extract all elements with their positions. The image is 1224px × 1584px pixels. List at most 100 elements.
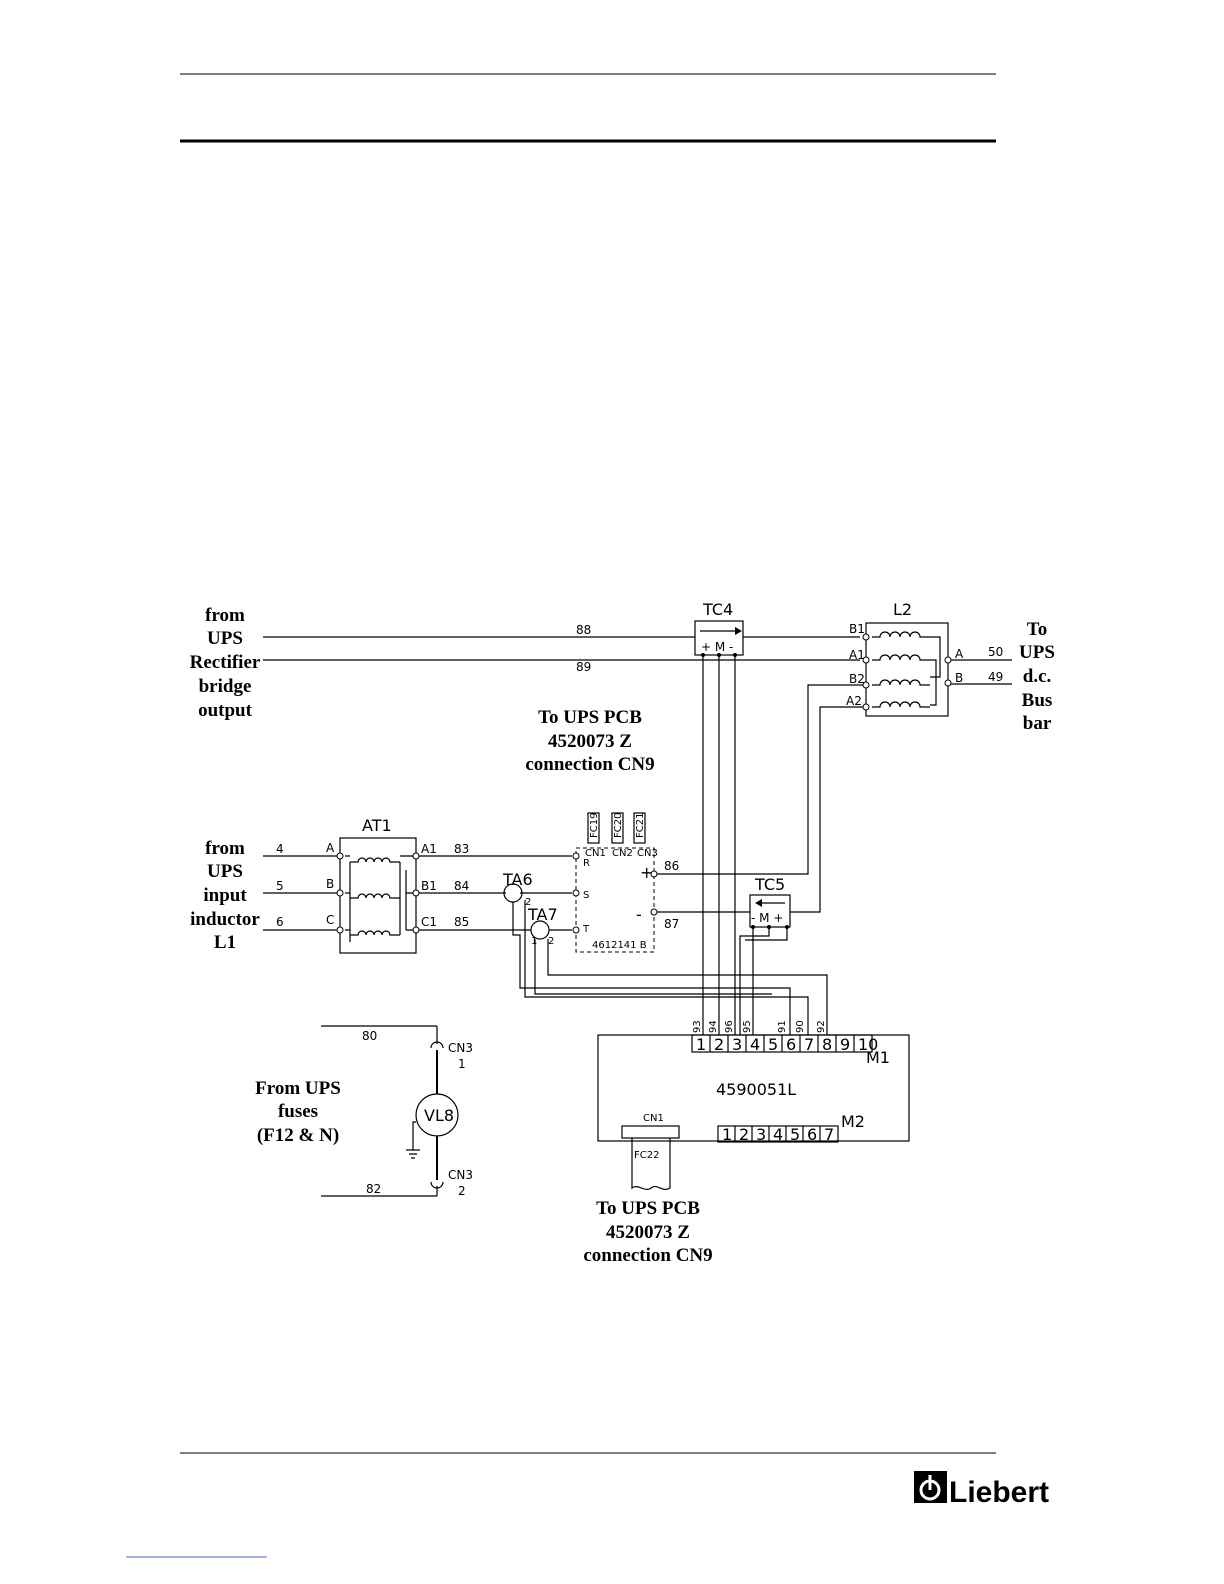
label-to-pcb-top: To UPS PCB 4520073 Z connection CN9: [525, 707, 654, 775]
m1-wire-label: 91: [777, 1020, 788, 1033]
tc4-label: TC4: [702, 600, 733, 619]
m2-pin-label: 7: [824, 1125, 834, 1144]
vl8-label: VL8: [424, 1106, 454, 1125]
tc5-lead-plus: [745, 927, 788, 941]
fc20-label: FC20: [613, 813, 624, 838]
m1-wire-label: 92: [816, 1020, 827, 1033]
wire-label: 82: [366, 1182, 381, 1196]
label-line: 4520073 Z: [606, 1222, 690, 1243]
pin-label: 1: [531, 936, 537, 947]
wire-label: 89: [576, 660, 591, 674]
pin-label: C: [326, 913, 334, 927]
label-line: output: [198, 700, 253, 721]
ta6-lead-2: [524, 900, 809, 1035]
pin-label: A: [955, 647, 964, 661]
tc5-sensor: TC5 - M +: [749, 875, 791, 929]
wire-label: 49: [988, 670, 1003, 684]
pin-label: B: [326, 877, 334, 891]
pin-label: S: [583, 890, 589, 901]
m2-pin-label: 1: [722, 1125, 732, 1144]
at1-transformer: AT1 4 5 6 A B C A1 B1 C1: [263, 816, 437, 954]
fc21-label: FC21: [635, 813, 646, 838]
m2-label: M2: [841, 1112, 865, 1131]
pin-label: B2: [849, 672, 865, 686]
ta7-label: TA7: [527, 905, 558, 924]
pin-label: A2: [846, 694, 862, 708]
pin-label: A: [326, 841, 335, 855]
cn-label: CN3: [637, 848, 658, 859]
fc19-label: FC19: [589, 813, 600, 838]
pin-label: 2: [458, 1184, 466, 1198]
label-line: from: [205, 605, 245, 626]
m1-wire-label: 96: [724, 1020, 735, 1033]
label-line: connection CN9: [583, 1245, 712, 1266]
cn1-label: CN1: [643, 1113, 664, 1124]
m1-wire-label: 90: [795, 1020, 806, 1033]
board-4612141: R S T + - 4612141 B 86 87 FC19 FC20 FC21…: [572, 812, 750, 953]
m1-wire-label: 93: [692, 1020, 703, 1033]
label-line: Bus: [1022, 690, 1053, 711]
fc22-label: FC22: [634, 1150, 659, 1161]
m1-pin-label: 4: [750, 1035, 760, 1054]
pin-label: B: [955, 671, 963, 685]
m1-pin-label: 5: [768, 1035, 778, 1054]
label-line: UPS: [207, 628, 243, 649]
tc5-label: TC5: [754, 875, 785, 894]
wire-86-return: [655, 684, 863, 875]
label-line: To UPS PCB: [538, 707, 642, 728]
l2-inductor: L2 B1 A1 B2 A2 A B 50 49: [846, 600, 1012, 717]
m1-wire-label: 95: [742, 1020, 753, 1033]
label-line: connection CN9: [525, 754, 654, 775]
wire-label: 86: [664, 859, 679, 873]
label-line: d.c.: [1023, 666, 1052, 687]
board-label: 4612141 B: [592, 940, 647, 951]
pin-label: A1: [421, 842, 437, 856]
pin-label: +: [640, 863, 653, 882]
pin-label: A1: [849, 648, 865, 662]
pin-label: B1: [421, 879, 437, 893]
pin-label: -: [636, 905, 642, 924]
label-from-input: from UPS input inductor L1: [190, 838, 260, 953]
m1-pin-label: 7: [804, 1035, 814, 1054]
cn3-label: CN3: [448, 1168, 473, 1182]
m2-pin-label: 3: [756, 1125, 766, 1144]
wire-88: 88: [263, 623, 860, 638]
wire-label: 84: [454, 879, 469, 893]
label-line: To: [1027, 619, 1047, 640]
ta6-sensor: TA6 2: [502, 870, 533, 908]
label-line: To UPS PCB: [596, 1198, 700, 1219]
m1-pin-label: 6: [786, 1035, 796, 1054]
pin-label: 1: [458, 1057, 466, 1071]
label-line: from: [205, 838, 245, 859]
wire-label: 50: [988, 645, 1003, 659]
wire-87-return: [790, 706, 863, 913]
label-from-rectifier: from UPS Rectifier bridge output: [190, 605, 261, 721]
board-label: 4590051L: [716, 1080, 796, 1099]
label-to-dc-bus: To UPS d.c. Bus bar: [1019, 619, 1055, 734]
tc4-pins: + M -: [701, 640, 733, 654]
label-line: Rectifier: [190, 652, 261, 673]
wires-83-85: 83 84 85: [419, 842, 572, 931]
wire-label: 4: [276, 842, 284, 856]
label-line: fuses: [278, 1101, 318, 1122]
pin-label: R: [583, 858, 590, 869]
m1-label: M1: [866, 1048, 890, 1067]
ta6-lead: [512, 902, 791, 1035]
ta7-lead: [534, 939, 772, 995]
m2-pin-label: 6: [807, 1125, 817, 1144]
logo-text: Liebert: [949, 1476, 1049, 1509]
cn3-label: CN3: [448, 1041, 473, 1055]
label-line: (F12 & N): [257, 1125, 339, 1146]
at1-label: AT1: [362, 816, 392, 835]
label-line: UPS: [1019, 642, 1055, 663]
tc5-lead-m: [739, 927, 770, 1035]
m2-pin-label: 4: [773, 1125, 783, 1144]
pin-label: C1: [421, 915, 437, 929]
label-line: From UPS: [255, 1078, 341, 1099]
cn-label: CN2: [612, 848, 633, 859]
m1-pin-label: 2: [714, 1035, 724, 1054]
pin-label: B1: [849, 622, 865, 636]
wire-label: 88: [576, 623, 591, 637]
